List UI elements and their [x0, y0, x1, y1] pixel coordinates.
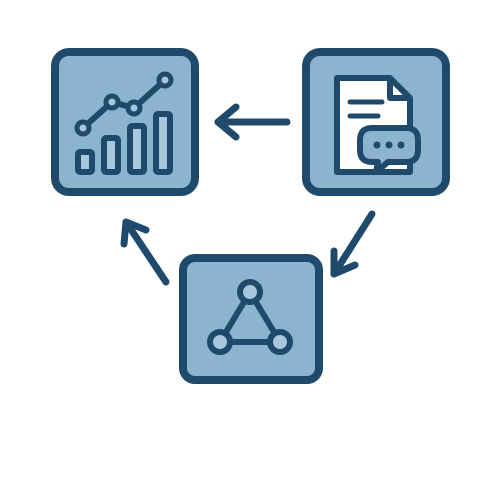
- trend-point-2: [103, 93, 121, 111]
- trend-point-4: [156, 71, 174, 89]
- bar-2: [101, 135, 121, 175]
- arrow-down-left-shaft: [330, 210, 376, 278]
- bar-1: [75, 149, 95, 175]
- arrow-left-head: [214, 103, 240, 141]
- network-tile: [179, 254, 323, 384]
- bar-4: [153, 111, 173, 175]
- document-fold: [387, 78, 410, 101]
- bar-3: [127, 123, 147, 175]
- chat-dot-2: [385, 141, 393, 149]
- chat-dot-1: [373, 141, 381, 149]
- chat-bubble: [357, 125, 421, 175]
- chat-dot-3: [397, 141, 405, 149]
- arrow-up-left-shaft: [122, 218, 170, 286]
- document-chat-icon: [334, 75, 421, 175]
- trend-point-1: [74, 119, 92, 137]
- document-node: [302, 48, 450, 196]
- network-node-left: [207, 329, 233, 355]
- arrow-up-left-head: [120, 218, 150, 248]
- arrow-left-icon: [214, 103, 291, 141]
- analytics-node: [51, 48, 199, 196]
- arrow-down-left-head: [330, 247, 359, 278]
- network-node-right: [267, 329, 293, 355]
- network-triangle-icon: [207, 279, 293, 355]
- trend-point-3: [125, 99, 143, 117]
- analytics-chart-icon: [74, 71, 174, 175]
- trend-line: [80, 77, 168, 131]
- arrow-down-left-icon: [330, 210, 376, 278]
- arrow-up-left-icon: [120, 218, 170, 286]
- network-node: [179, 254, 323, 384]
- network-node-top: [237, 279, 263, 305]
